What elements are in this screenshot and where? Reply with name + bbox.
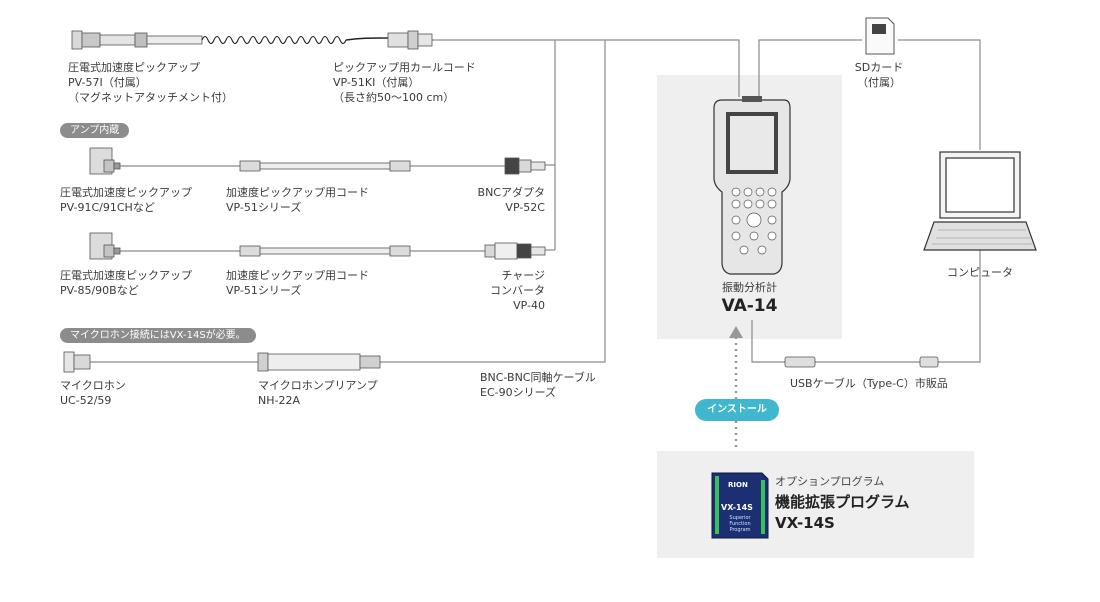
vp51-cord-a — [239, 160, 411, 172]
vx14s-card-caption: Superior Function Program — [729, 515, 751, 533]
pv91-pickup — [89, 147, 121, 175]
charge-converter — [484, 242, 546, 260]
usb-label: USBケーブル（Type-C）市販品 — [790, 377, 948, 390]
ec90-route — [380, 40, 606, 363]
computer-usb-route — [935, 250, 981, 363]
computer-top-route — [898, 39, 981, 150]
sd-card-icon — [865, 17, 895, 55]
va14-label: 振動分析計 — [722, 281, 777, 294]
option-code: VX-14S — [775, 514, 835, 532]
amp-builtin-pill: アンプ内蔵 — [60, 123, 130, 138]
sd-route — [758, 39, 862, 97]
pv85-pickup — [89, 232, 121, 260]
bnc-adapter — [504, 157, 546, 175]
preamp-icon — [257, 352, 381, 372]
install-badge: インストール — [695, 399, 779, 421]
computer-icon — [923, 151, 1037, 251]
vx14s-card — [711, 472, 769, 539]
curl-cord — [201, 35, 389, 45]
vx14s-card-model: VX-14S — [721, 503, 753, 512]
vp51-cord-b — [239, 245, 411, 257]
option-title: 機能拡張プログラム — [775, 493, 910, 511]
pv57-pickup — [71, 30, 203, 50]
computer-label: コンピュータ — [947, 266, 1013, 279]
option-subtitle: オプションプログラム — [775, 475, 885, 488]
option-panel — [657, 451, 974, 558]
microphone-icon — [63, 351, 91, 373]
curl-cord-route — [432, 39, 740, 97]
va14-device — [713, 96, 791, 275]
install-arrow — [729, 326, 743, 448]
vx14s-card-brand: RION — [728, 481, 748, 489]
mic-note-pill: マイクロホン接続にはVX-14Sが必要。 — [60, 328, 256, 343]
usb-connectors — [784, 356, 939, 368]
va14-model: VA-14 — [721, 296, 778, 316]
sd-label: SDカード（付属） — [854, 61, 904, 89]
curl-cord-bnc — [387, 30, 433, 50]
